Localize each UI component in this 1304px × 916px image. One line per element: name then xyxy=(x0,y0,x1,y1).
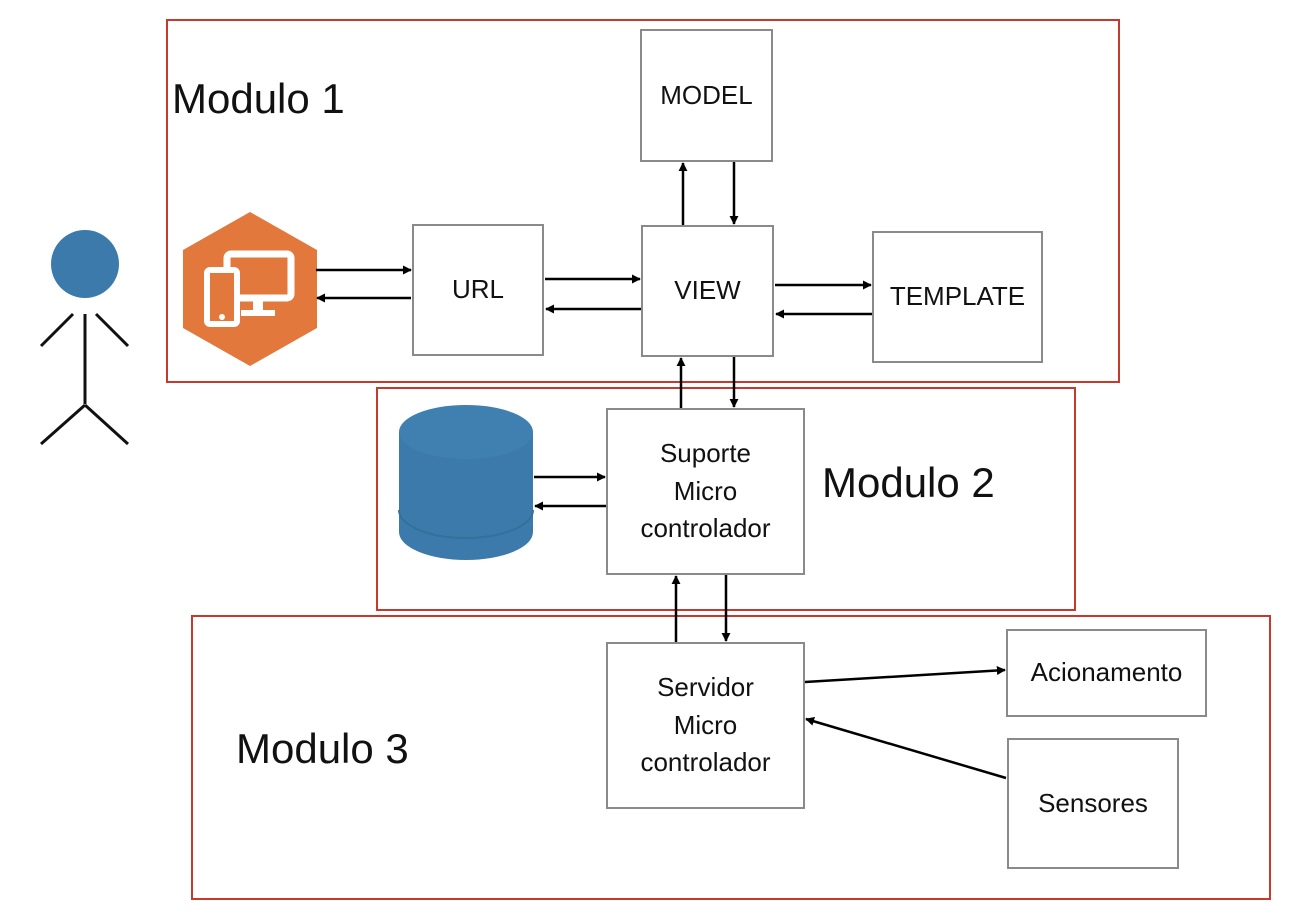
user-stick-figure-icon xyxy=(39,230,130,446)
model-box: MODEL xyxy=(640,29,773,162)
acionamento-label: Acionamento xyxy=(1030,657,1183,688)
arrow-sensores-to-servidor xyxy=(805,716,1007,780)
url-label: URL xyxy=(451,274,504,305)
template-box: TEMPLATE xyxy=(872,231,1043,363)
url-box: URL xyxy=(412,224,544,356)
module-3-title: Modulo 3 xyxy=(236,725,409,772)
template-label: TEMPLATE xyxy=(889,281,1026,312)
suporte-line-1: Suporte xyxy=(659,437,752,468)
arrow-servidor-to-acionamento xyxy=(804,665,1006,684)
model-label: MODEL xyxy=(660,79,753,110)
suporte-line-2: Micro xyxy=(673,475,738,506)
sensores-box: Sensores xyxy=(1007,738,1179,869)
module-3-frame xyxy=(191,615,1271,900)
view-label: VIEW xyxy=(674,275,741,306)
servidor-microcontrolador-box: Servidor Micro controlador xyxy=(606,642,805,809)
database-cylinder-icon xyxy=(398,405,534,560)
servidor-line-1: Servidor xyxy=(657,671,754,702)
servidor-line-3: controlador xyxy=(640,747,771,778)
module-1-frame xyxy=(166,19,1120,383)
view-box: VIEW xyxy=(641,225,774,357)
servidor-line-2: Micro xyxy=(673,709,738,740)
module-2-title: Modulo 2 xyxy=(822,459,995,506)
suporte-microcontrolador-box: Suporte Micro controlador xyxy=(606,408,805,575)
module-1-title: Modulo 1 xyxy=(172,75,345,122)
sensores-label: Sensores xyxy=(1038,787,1148,818)
devices-hexagon-icon xyxy=(183,212,317,366)
acionamento-box: Acionamento xyxy=(1006,629,1207,717)
suporte-line-3: controlador xyxy=(640,513,771,544)
